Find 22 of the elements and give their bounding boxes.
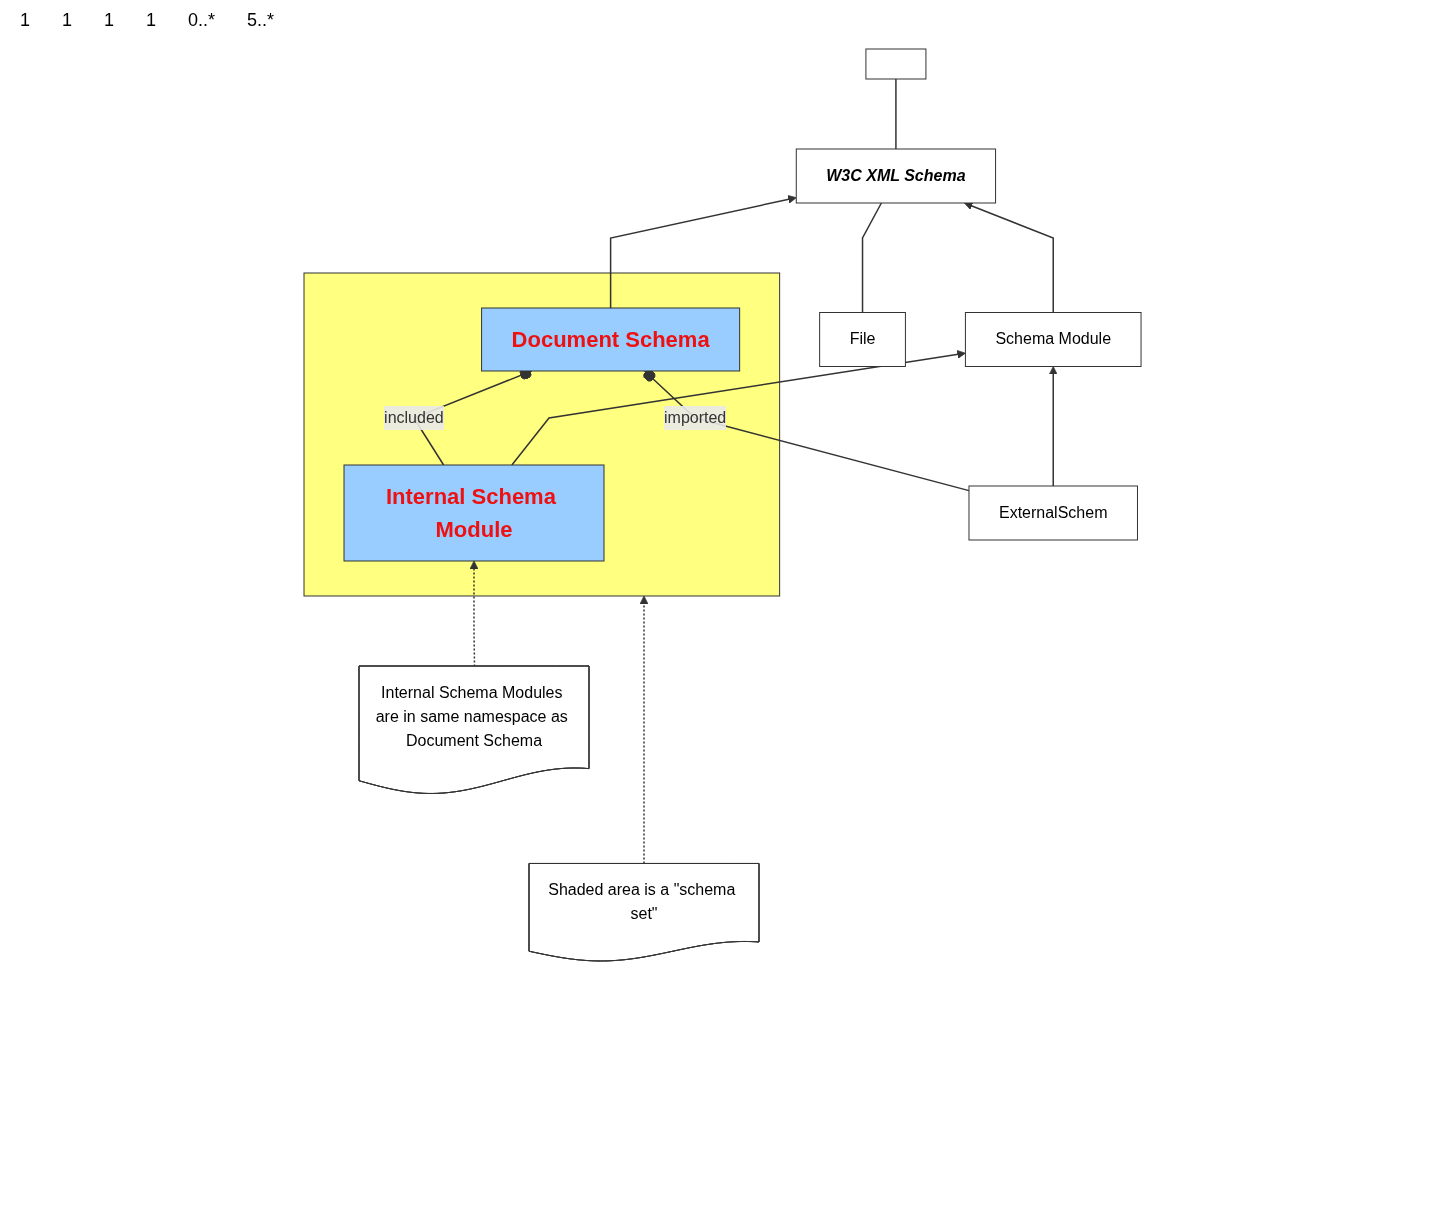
multiplicity-label: 1 xyxy=(145,9,158,32)
edge-label: imported xyxy=(664,409,727,426)
multiplicity-label: 1 xyxy=(61,9,74,32)
arrow xyxy=(610,195,798,309)
connector xyxy=(895,78,898,150)
multiplicity-label: 0..* xyxy=(187,9,217,32)
node-box: File xyxy=(819,312,907,367)
arrow xyxy=(511,350,967,466)
connector xyxy=(862,202,883,314)
node-box: Document Schema xyxy=(481,307,741,372)
multiplicity-label: 5..* xyxy=(246,9,276,32)
cluster xyxy=(303,272,781,597)
node-box xyxy=(865,48,927,80)
node-box: Internal Schema Module xyxy=(343,464,605,562)
multiplicity-label: 1 xyxy=(103,9,116,32)
edge-label: included xyxy=(384,409,445,426)
multiplicity-label: 1 xyxy=(19,9,31,32)
node-box: ExternalSchem xyxy=(968,485,1139,541)
node-box: Schema Module xyxy=(965,312,1142,367)
node-box: W3C XML Schema xyxy=(796,148,997,204)
arrow xyxy=(640,595,649,865)
arrow xyxy=(1049,366,1059,487)
